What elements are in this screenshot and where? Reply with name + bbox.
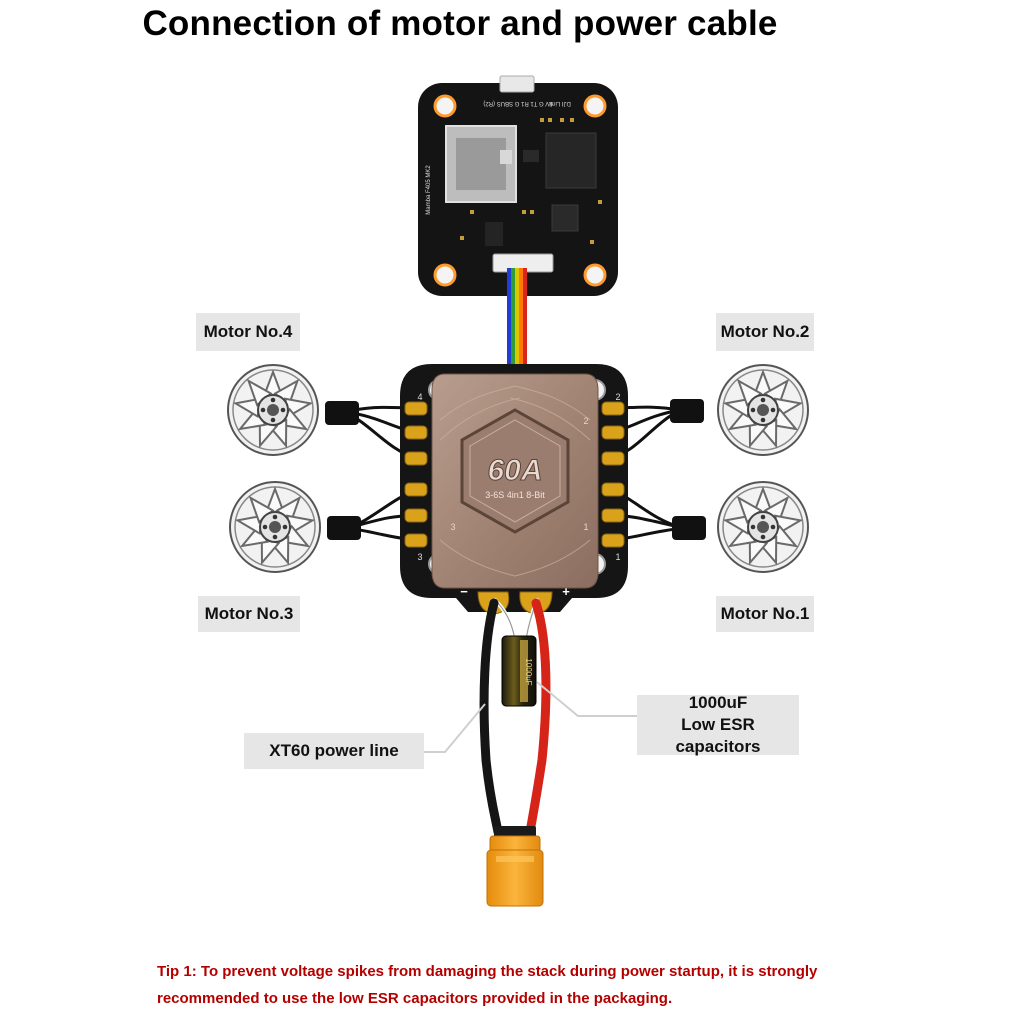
fc-silk-top: 9V G T1 R1 G SBUS (R2) xyxy=(483,100,552,106)
tip-line-2: recommended to use the low ESR capacitor… xyxy=(157,990,673,1007)
esc-silk-2: 2 xyxy=(615,392,620,402)
motor-3-label: Motor No.3 xyxy=(198,596,300,632)
motor-1 xyxy=(717,481,809,573)
capacitor-label: 1000uF Low ESR capacitors xyxy=(637,692,799,757)
esc-board: 60A 3-6S 4in1 8-Bit 2 3 1 4 2 3 1 − + xyxy=(400,364,628,615)
page-title: Connection of motor and power cable xyxy=(142,4,778,43)
ribbon-cable xyxy=(507,268,527,373)
esc-silk-4: 4 xyxy=(417,392,422,402)
motor-2 xyxy=(717,364,809,456)
esc-pad-number-1: 1 xyxy=(583,522,588,532)
capacitor-label-line1: 1000uF xyxy=(688,692,748,712)
tip-line-1: Tip 1: To prevent voltage spikes from da… xyxy=(157,963,818,980)
power-cable xyxy=(479,598,551,837)
motor-2-label: Motor No.2 xyxy=(716,313,814,351)
xt60-power-line-label: XT60 power line xyxy=(244,733,424,769)
esc-pad-number-2: 2 xyxy=(583,416,588,426)
fc-silk-left: Mamba F405 MK2 xyxy=(426,165,432,215)
flight-controller-board: 9V G T1 R1 G SBUS (R2) Mamba F405 MK2 DJ… xyxy=(418,75,618,296)
motor-4-label: Motor No.4 xyxy=(196,313,300,351)
tip-note: Tip 1: To prevent voltage spikes from da… xyxy=(157,958,997,1012)
low-esr-capacitor: 1000uF xyxy=(501,635,537,707)
capacitor-body-text: 1000uF xyxy=(524,658,533,685)
fc-silk-right: DJI Link xyxy=(548,100,571,106)
motor-wire-sleeves xyxy=(325,399,706,540)
motor-1-label: Motor No.1 xyxy=(716,596,814,632)
motor-3 xyxy=(229,481,321,573)
esc-silk-3: 3 xyxy=(417,552,422,562)
esc-minus-marker: − xyxy=(460,584,468,599)
esc-plus-marker: + xyxy=(562,584,570,599)
esc-rating: 60A xyxy=(487,454,542,487)
esc-spec: 3-6S 4in1 8-Bit xyxy=(485,490,545,500)
xt60-connector xyxy=(486,826,544,907)
leader-lines xyxy=(424,681,638,753)
motor-4 xyxy=(227,364,319,456)
capacitor-label-line2: Low ESR capacitors xyxy=(675,714,761,757)
esc-pad-number-3: 3 xyxy=(450,522,455,532)
esc-silk-1: 1 xyxy=(615,552,620,562)
